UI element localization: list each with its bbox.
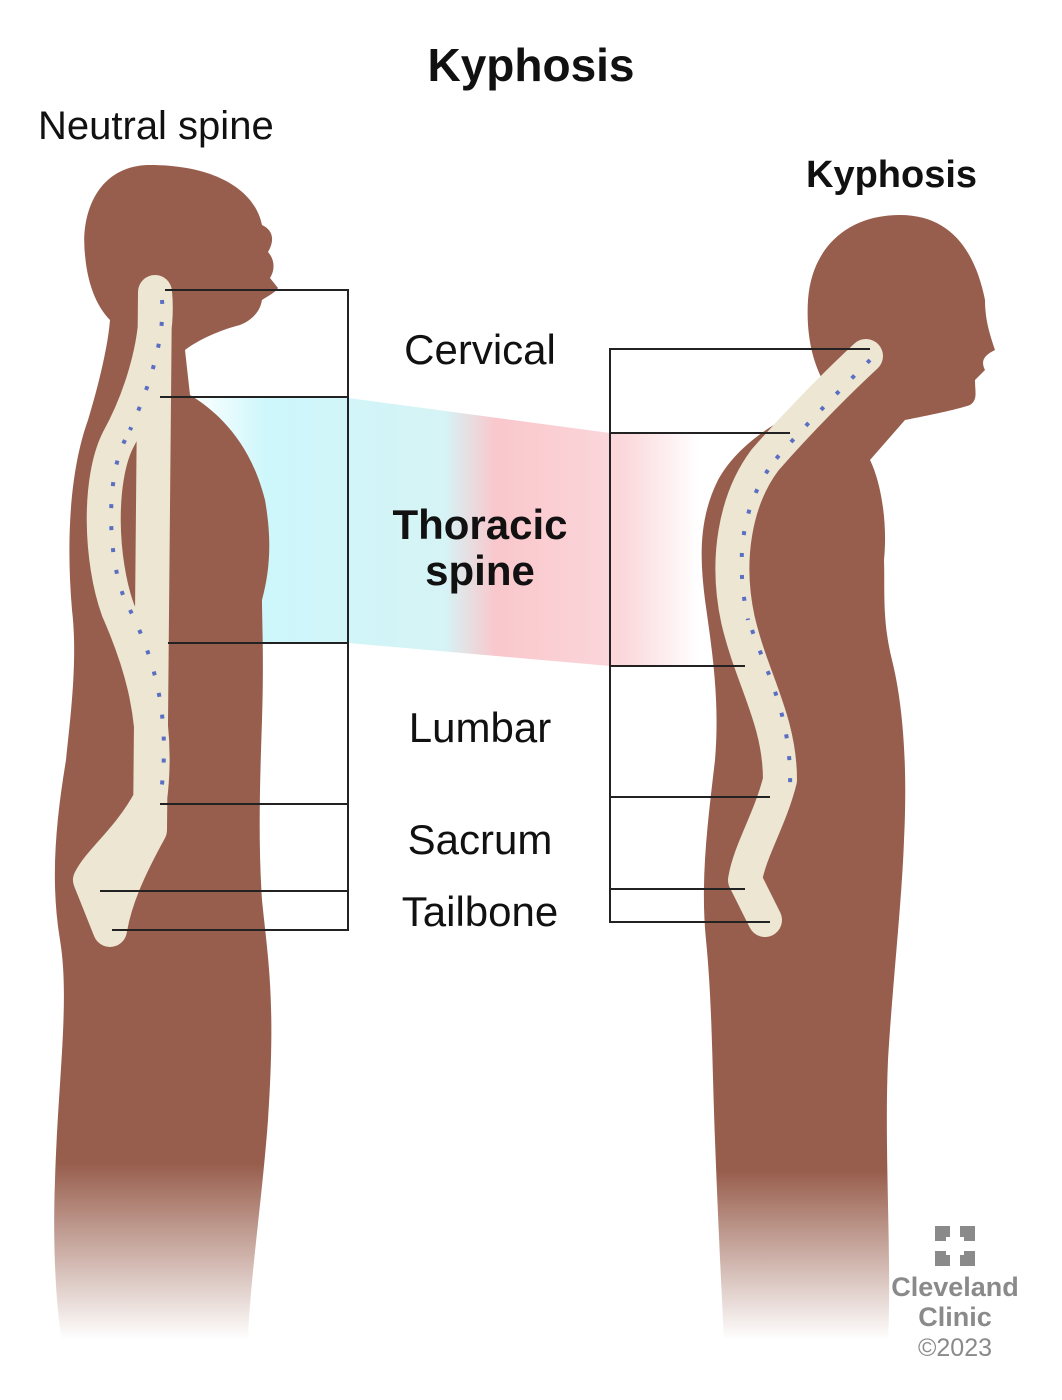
neutral-spine-column [73,275,173,947]
kyphosis-body-silhouette [701,215,995,1340]
thoracic-spine-label-line1: Thoracic [392,501,568,548]
cleveland-clinic-logo-icon [935,1226,975,1266]
kyphosis-spine-column [715,339,883,937]
diagram-title: Kyphosis [427,39,635,91]
kyphosis-figure-label: Kyphosis [806,154,978,196]
watermark-brand: Cleveland Clinic [880,1272,1030,1332]
lumbar-label: Lumbar [408,704,552,751]
thoracic-highlight-band [190,398,700,666]
watermark-line2: Clinic [918,1302,992,1332]
sacrum-label: Sacrum [407,816,553,863]
kyphosis-bracket [609,348,870,923]
watermark-copyright: ©2023 [917,1334,993,1362]
neutral-spine-bracket [100,289,349,931]
cervical-label: Cervical [404,326,556,373]
watermark-line1: Cleveland [891,1272,1019,1302]
thoracic-spine-label-line2: spine [425,547,535,594]
thoracic-spine-label: Thoracic spine [330,502,630,594]
tailbone-label: Tailbone [401,888,559,935]
neutral-spine-label: Neutral spine [38,104,274,148]
